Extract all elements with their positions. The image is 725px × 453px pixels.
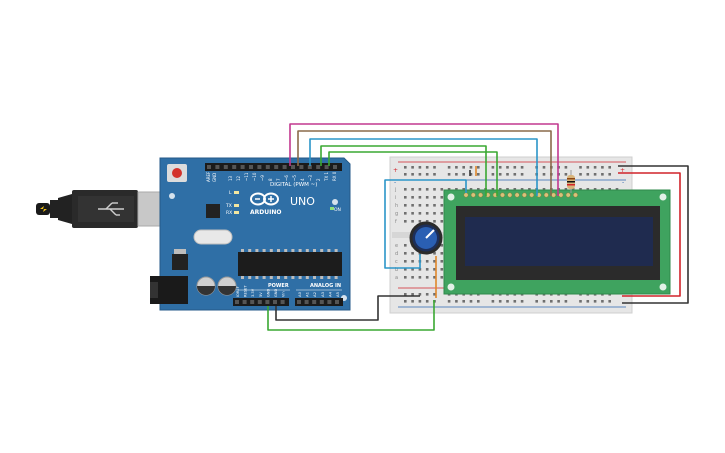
digital-pin-holes (207, 165, 337, 169)
wire-black-gnd[interactable] (275, 295, 420, 321)
digital-pin-label: 8 (268, 178, 273, 181)
digital-pin-label: 7 (276, 178, 281, 181)
power-label: POWER (268, 283, 289, 289)
lcd-16x2-display[interactable] (443, 189, 671, 295)
resistor[interactable] (567, 170, 575, 193)
power-pin-label: 5V (259, 292, 263, 297)
wires (267, 123, 689, 331)
wire-brown[interactable] (297, 130, 552, 196)
l-led (234, 191, 239, 194)
atmega-chip (238, 252, 342, 276)
rx-label: RX (226, 210, 232, 216)
digital-pin-label: 2 (316, 178, 321, 181)
row-letter: a (395, 275, 398, 281)
wire-magenta[interactable] (289, 123, 559, 196)
arduino-model: UNO (290, 195, 315, 208)
digital-pin-label: ~9 (260, 175, 265, 181)
power-pin-label: Vin (282, 291, 286, 297)
digital-pin-label: 13 (228, 175, 233, 181)
power-pin-label: GND (274, 289, 278, 297)
digital-pin-label: ~10 (252, 172, 257, 181)
digital-pin-label: TX 1 (324, 172, 329, 182)
tx-label: TX (225, 203, 232, 209)
digital-pin-label: RX 0 (332, 171, 337, 181)
on-label: ON (334, 207, 341, 213)
lcd-screen (465, 217, 653, 266)
crystal (193, 229, 233, 245)
gnd-label: GND (212, 173, 217, 182)
rail-plus-sign-right: + (620, 167, 625, 174)
rail-plus-sign: + (393, 167, 398, 174)
digital-header[interactable] (205, 163, 342, 171)
power-pin-label: RESET (244, 285, 248, 297)
usb-bolt-icon (40, 206, 47, 212)
analog-pin-label: A4 (327, 291, 332, 297)
digital-pin-label: ~3 (308, 175, 313, 181)
power-pin-label: IOREF (236, 286, 240, 297)
digital-pin-label: ~11 (244, 172, 249, 181)
power-led (330, 207, 334, 210)
tx-led (234, 204, 239, 207)
row-letter: d (395, 251, 398, 257)
usb-chip (206, 204, 220, 218)
digital-pin-label: ~6 (284, 175, 289, 181)
aref-label: AREF (206, 171, 211, 182)
wire-black-right[interactable] (618, 165, 689, 304)
row-letter: b (395, 267, 398, 273)
rail-minus-sign-right: - (622, 179, 624, 186)
potentiometer[interactable] (409, 221, 443, 255)
lcd-header-pins (463, 192, 578, 198)
wire-green-2[interactable] (328, 151, 498, 196)
row-letter: g (395, 211, 398, 217)
analog-pin-label: A2 (312, 291, 317, 297)
analog-pin-label: A0 (297, 291, 302, 297)
l-led-label: L (229, 190, 232, 196)
pot-knob-indicator (425, 229, 435, 239)
usb-icon (98, 202, 124, 216)
wire-green-5v[interactable] (267, 300, 435, 331)
power-pin-label: GND (266, 289, 270, 297)
analog-pin-label: A3 (320, 291, 325, 297)
digital-pin-label: ~5 (292, 175, 297, 181)
digital-pin-label: 4 (300, 178, 305, 181)
analog-label: ANALOG IN (310, 283, 341, 289)
rail-minus-sign: - (394, 179, 396, 186)
digital-pin-label: 12 (236, 175, 241, 181)
wire-blue-pot[interactable] (384, 179, 467, 269)
wire-green-1[interactable] (320, 145, 487, 196)
row-letter: f (395, 219, 397, 225)
row-letter: i (395, 195, 396, 201)
row-letter: c (395, 259, 398, 265)
voltage-regulator (172, 254, 188, 270)
analog-pin-label: A1 (305, 291, 310, 297)
power-pin-label: 3.3V (251, 288, 255, 297)
wire-red-right[interactable] (618, 172, 681, 297)
row-letter: e (395, 243, 398, 249)
row-letter: h (395, 203, 398, 209)
wire-blue-1[interactable] (309, 138, 538, 196)
row-letter: j (394, 187, 396, 193)
arduino-brand: ARDUINO (250, 209, 281, 216)
rx-led (234, 211, 239, 214)
digital-label: DIGITAL (PWM ~) (270, 182, 317, 188)
arduino-logo-icon (250, 192, 279, 206)
analog-header[interactable] (295, 298, 343, 306)
analog-pin-label: A5 (335, 291, 340, 297)
